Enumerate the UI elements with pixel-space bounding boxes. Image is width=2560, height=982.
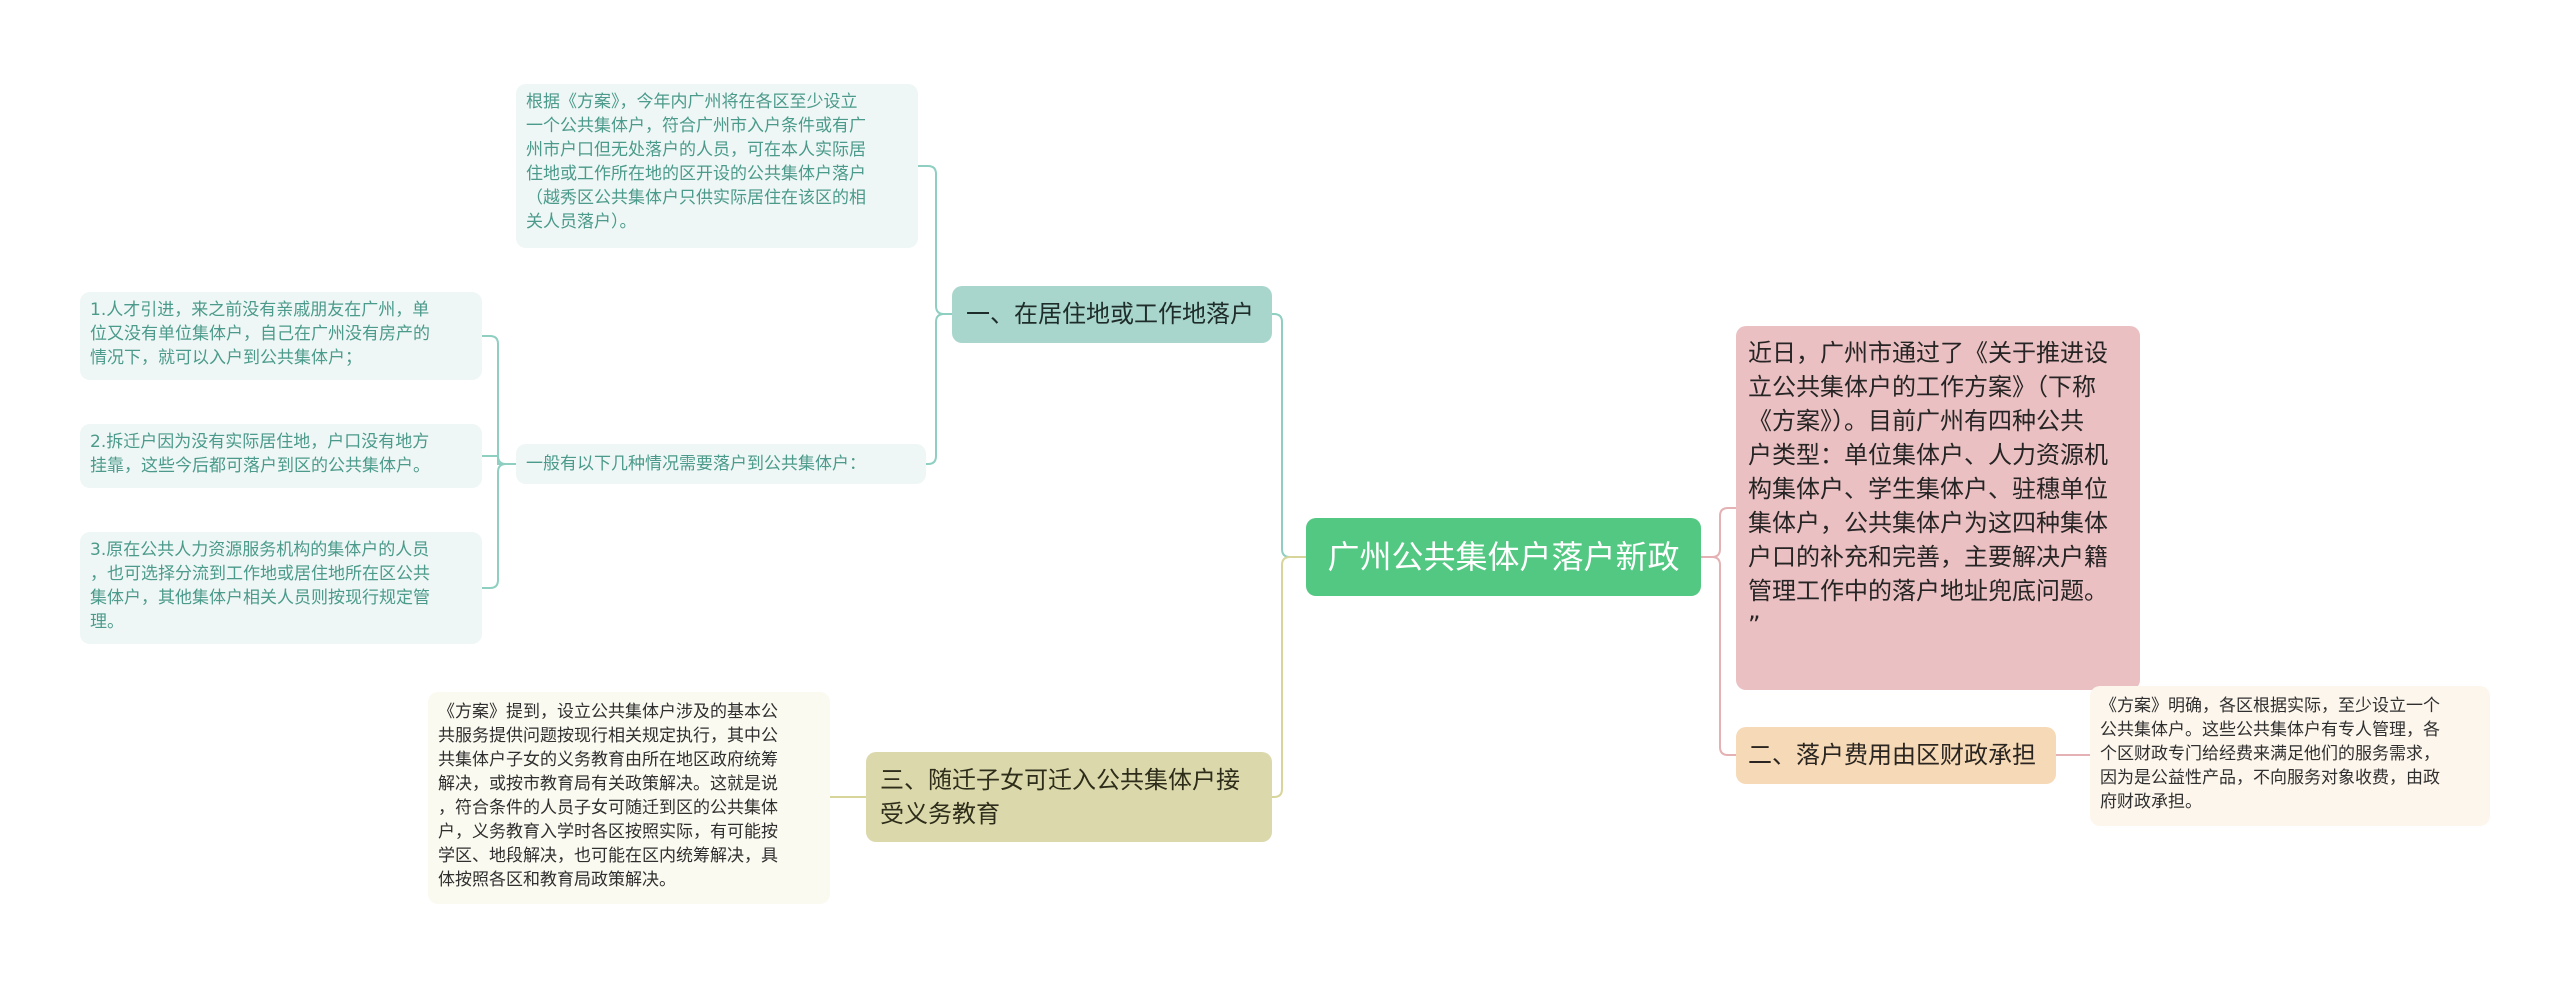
connector-situations-item3 bbox=[482, 463, 516, 589]
branch-1-detail[interactable]: 根据《方案》，今年内广州将在各区至少设立 一个公共集体户，符合广州市入户条件或有… bbox=[516, 84, 918, 248]
connector-situations-item2 bbox=[482, 455, 516, 465]
branch-3-children-education[interactable]: 三、随迁子女可迁入公共集体户接 受义务教育 bbox=[866, 752, 1272, 842]
situation-item-2[interactable]: 2.拆迁户因为没有实际居住地，户口没有地方 挂靠，这些今后都可落户到区的公共集体… bbox=[80, 424, 482, 488]
branch-1-settle-at-residence-or-work[interactable]: 一、在居住地或工作地落户 bbox=[952, 286, 1272, 343]
situation-item-3[interactable]: 3.原在公共人力资源服务机构的集体户的人员 ，也可选择分流到工作地或居住地所在区… bbox=[80, 532, 482, 644]
connector-center-intro bbox=[1701, 507, 1736, 558]
connector-center-branch2 bbox=[1701, 556, 1736, 756]
intro-note[interactable]: 近日，广州市通过了《关于推进设 立公共集体户的工作方案》（下称 《方案》）。目前… bbox=[1736, 326, 2140, 690]
branch-3-detail[interactable]: 《方案》提到，设立公共集体户涉及的基本公 共服务提供问题按现行相关规定执行，其中… bbox=[428, 692, 830, 904]
branch-2-fees-by-district-finance[interactable]: 二、落户费用由区财政承担 bbox=[1736, 727, 2056, 784]
connector-branch1-detail bbox=[918, 165, 952, 315]
branch-2-detail[interactable]: 《方案》明确，各区根据实际，至少设立一个 公共集体户。这些公共集体户有专人管理，… bbox=[2090, 686, 2490, 826]
connector-branch1-situations bbox=[926, 313, 952, 465]
situation-item-1[interactable]: 1.人才引进，来之前没有亲戚朋友在广州，单 位又没有单位集体户，自己在广州没有房… bbox=[80, 292, 482, 380]
connector-center-branch3 bbox=[1272, 556, 1306, 798]
branch-1-situations-label[interactable]: 一般有以下几种情况需要落户到公共集体户： bbox=[516, 444, 926, 484]
connector-center-branch1 bbox=[1272, 313, 1306, 558]
connector-situations-item1 bbox=[482, 335, 516, 465]
central-topic[interactable]: 广州公共集体户落户新政 bbox=[1306, 518, 1701, 596]
